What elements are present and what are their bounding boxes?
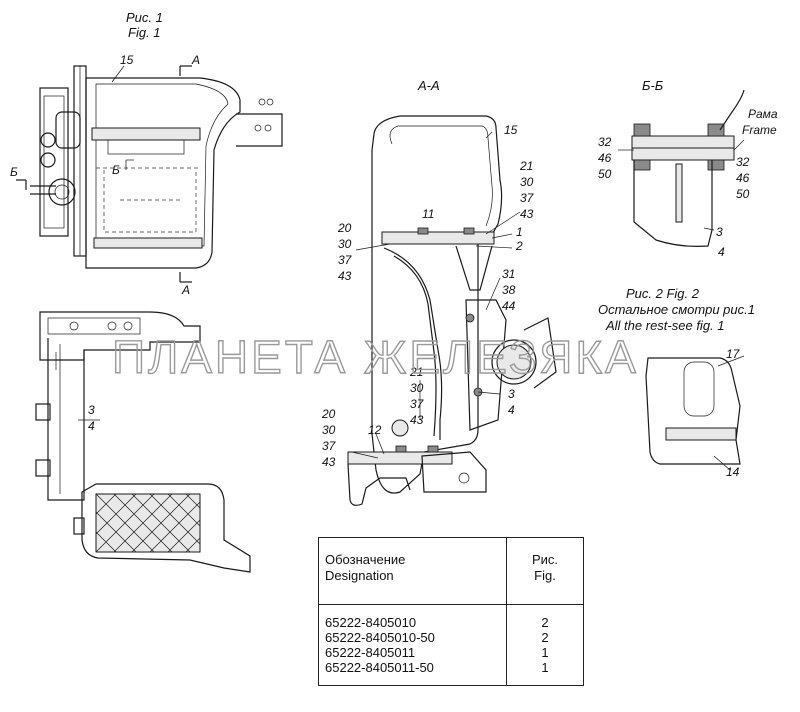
callout-4-left: 4 [88, 419, 95, 433]
callout-31: 31 [502, 267, 515, 281]
callout-37-c: 37 [410, 397, 425, 411]
fig-header-en: Fig. [534, 568, 556, 583]
callout-15-aa: 15 [504, 123, 518, 137]
fig-header-ru: Рис. [531, 552, 559, 567]
callout-43-c: 43 [410, 413, 424, 427]
callout-44: 44 [502, 299, 516, 313]
callout-46-right: 46 [736, 171, 750, 185]
frame-label-ru: Рама [748, 107, 778, 121]
fig1-front-view [16, 65, 283, 283]
fig1-caption-ru: Рис. 1 [126, 10, 163, 25]
callout-15-fig1: 15 [120, 53, 134, 67]
lower-step-mesh [95, 493, 201, 553]
fig2-view [645, 355, 745, 471]
callout-30-b: 30 [338, 237, 352, 251]
callout-4-bb: 4 [718, 245, 725, 259]
callout-1: 1 [516, 225, 523, 239]
table-row-fig: 2 [541, 615, 549, 630]
callout-3-left: 3 [88, 403, 95, 417]
fig1-caption-en: Fig. 1 [128, 25, 161, 40]
designation-header-ru: Обозначение [325, 552, 406, 567]
designation-table: Обозначение Designation Рис. Fig. 65222-… [318, 537, 584, 686]
callout-43-d: 43 [322, 455, 336, 469]
frame-rail [719, 89, 745, 131]
lower-step-tread [93, 237, 203, 249]
fig2-caption: Рис. 2 Fig. 2 [626, 286, 700, 301]
fig-header-cell: Рис. Fig. [506, 537, 584, 605]
callout-2: 2 [515, 239, 523, 253]
callout-38: 38 [502, 283, 516, 297]
lower-tread-section [347, 451, 453, 465]
callout-17: 17 [726, 347, 741, 361]
callout-30-a: 30 [520, 175, 534, 189]
section-mark-b-left: Б [10, 165, 18, 179]
callout-12: 12 [368, 423, 382, 437]
upper-step-tread [91, 127, 201, 141]
callout-30-c: 30 [410, 381, 424, 395]
designation-header-cell: Обозначение Designation [318, 537, 507, 605]
table-row-designation: 65222-8405010-50 [325, 630, 435, 645]
section-bb-view [618, 89, 745, 247]
lower-step-tray [81, 483, 251, 573]
mount-bracket-column [39, 87, 69, 237]
callout-21-b: 21 [409, 365, 423, 379]
callout-20-a: 20 [337, 221, 352, 235]
callout-20-b: 20 [321, 407, 336, 421]
table-row-designation: 65222-8405010 [325, 615, 417, 630]
table-row-fig: 2 [541, 630, 549, 645]
section-aa-view [347, 115, 557, 506]
table-row-designation: 65222-8405011-50 [325, 660, 434, 675]
frame-label-en: Frame [742, 123, 777, 137]
vertical-support-arm [47, 338, 85, 501]
table-row-fig: 1 [541, 660, 549, 675]
fig2-note-en: All the rest-see fig. 1 [605, 318, 725, 333]
designation-values-cell: 65222-8405010 65222-8405010-50 65222-840… [318, 604, 507, 686]
section-aa-title: А-А [417, 78, 440, 93]
callout-11: 11 [422, 207, 434, 221]
callout-32-right: 32 [736, 155, 750, 169]
table-row-designation: 65222-8405011 [325, 645, 416, 660]
callout-37-d: 37 [322, 439, 337, 453]
callout-32-left: 32 [598, 135, 612, 149]
callout-4-aa: 4 [508, 403, 515, 417]
callout-21-a: 21 [519, 159, 533, 173]
fig2-step-housing [645, 357, 741, 465]
callout-3-bb: 3 [716, 225, 723, 239]
callout-3-aa: 3 [508, 387, 515, 401]
table-body-row: 65222-8405010 65222-8405010-50 65222-840… [318, 604, 584, 686]
section-mark-a-top: А [191, 53, 200, 67]
callout-50-right: 50 [736, 187, 750, 201]
callout-43-a: 43 [520, 207, 534, 221]
step-body-section [371, 115, 503, 494]
callout-46-left: 46 [598, 151, 612, 165]
side-bracket [236, 113, 283, 147]
upper-mount-bracket [39, 311, 201, 361]
section-mark-a-bottom: А [181, 283, 190, 297]
fig-values-cell: 2 2 1 1 [506, 604, 584, 686]
fig2-note-ru: Остальное смотри рис.1 [598, 302, 755, 317]
section-mark-b-inner: Б [112, 163, 120, 177]
watermark-text: ПЛАНЕТА ЖЕЛЕЗЯКА [112, 331, 639, 383]
step-housing [85, 77, 241, 269]
callout-50-left: 50 [598, 167, 612, 181]
section-bb-title: Б-Б [642, 78, 664, 93]
table-row-fig: 1 [541, 645, 549, 660]
designation-header-en: Designation [325, 568, 394, 583]
upper-tread-section [381, 231, 495, 245]
fig1-side-view [35, 311, 251, 573]
callout-30-d: 30 [322, 423, 336, 437]
callout-14: 14 [726, 465, 740, 479]
table-header-row: Обозначение Designation Рис. Fig. [318, 537, 584, 605]
callout-43-b: 43 [338, 269, 352, 283]
frame-flange [631, 135, 735, 149]
frame-tube [491, 339, 537, 385]
callout-37-b: 37 [338, 253, 353, 267]
callout-37-a: 37 [520, 191, 535, 205]
